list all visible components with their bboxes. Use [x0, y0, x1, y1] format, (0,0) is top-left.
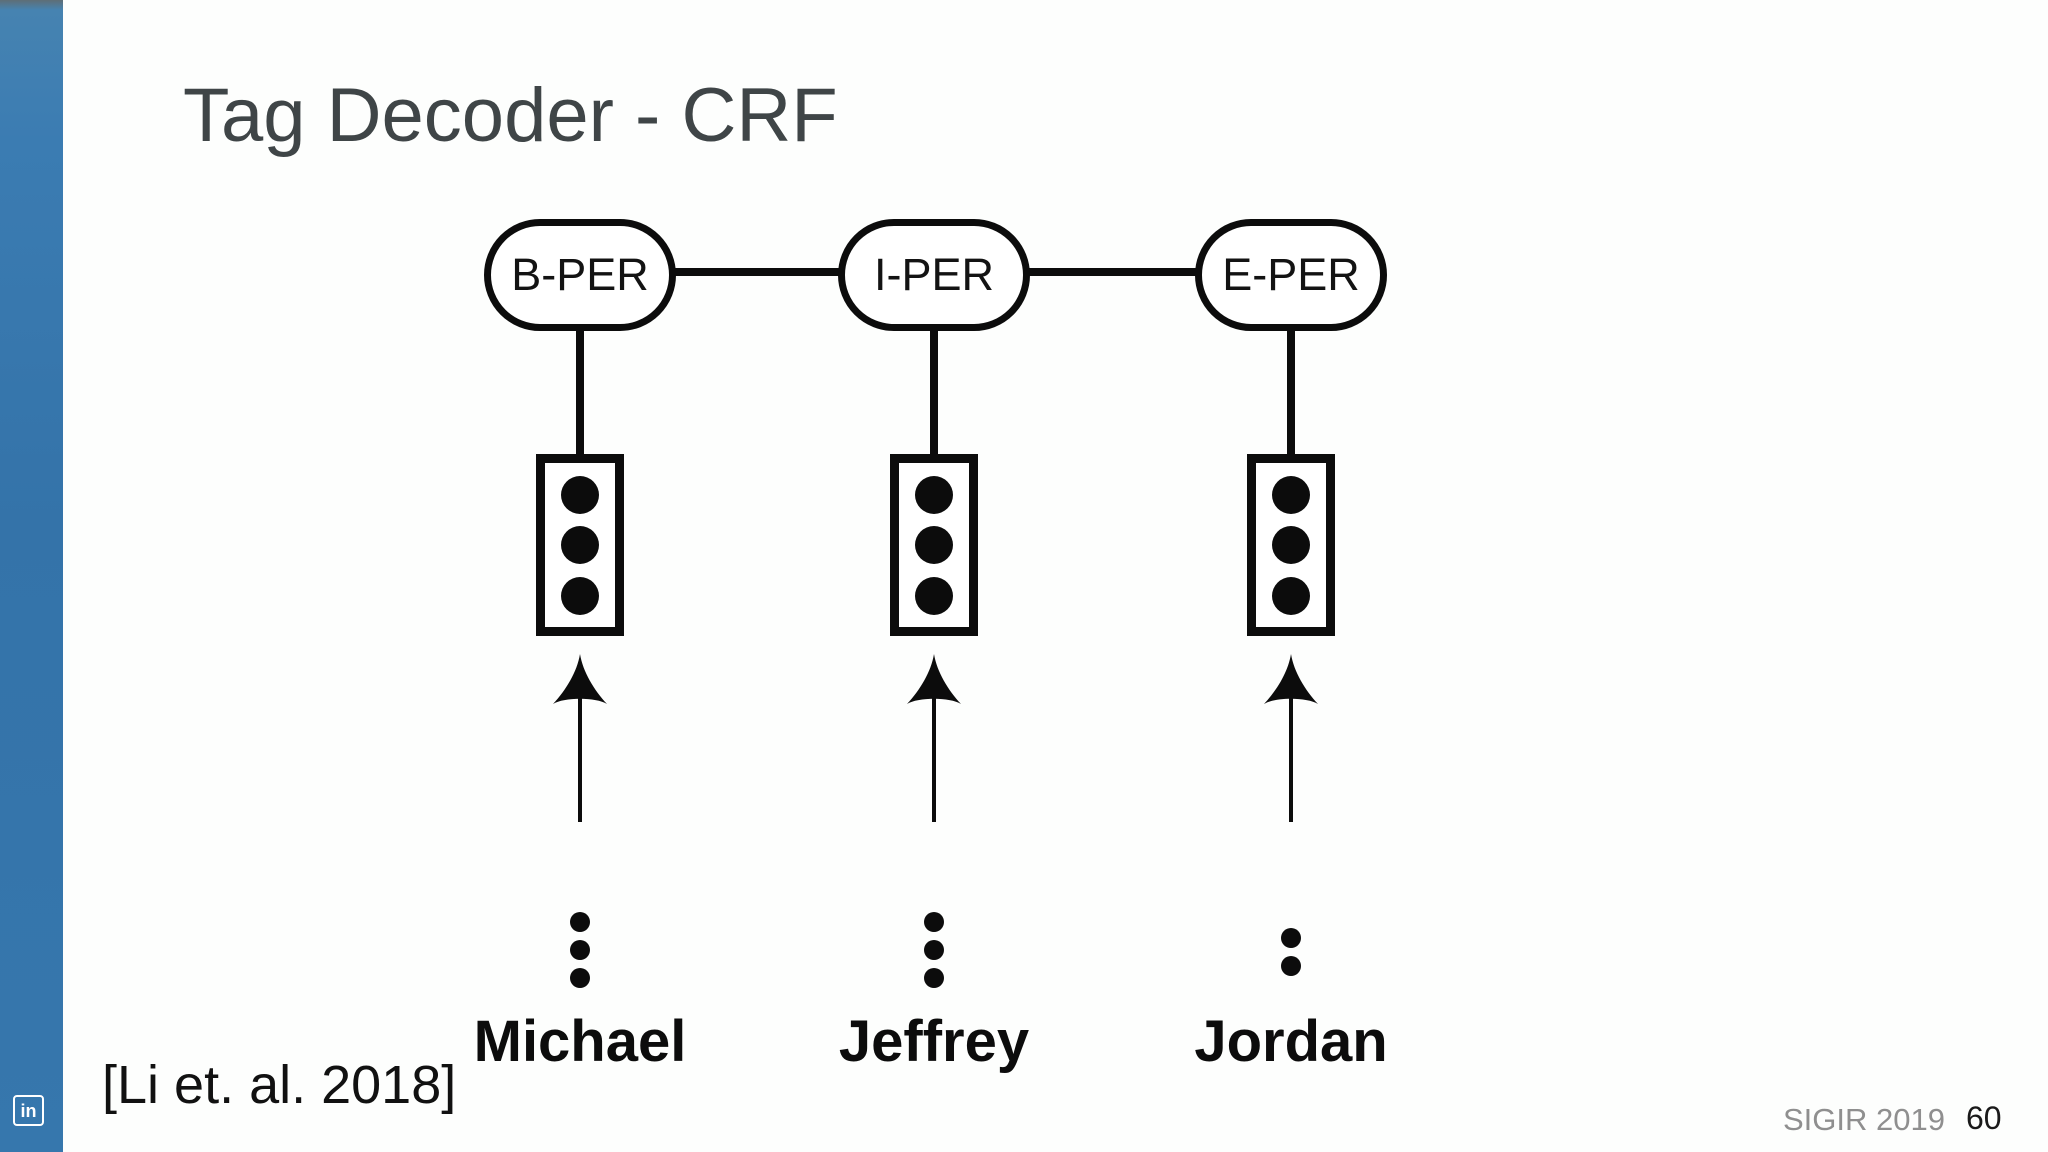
- tag-node-iper: I-PER: [838, 219, 1030, 331]
- dot: [570, 912, 590, 932]
- dot: [1281, 956, 1301, 976]
- footer-page-number: 60: [1966, 1100, 2002, 1136]
- dot: [915, 475, 953, 514]
- vertical-ellipsis: [1281, 928, 1301, 976]
- dot: [1281, 928, 1301, 948]
- edge-tag-to-vector: [576, 328, 584, 458]
- dot: [561, 576, 599, 615]
- vertical-ellipsis: [570, 912, 590, 988]
- linkedin-icon[interactable]: in: [13, 1095, 44, 1126]
- dot: [1272, 576, 1310, 615]
- sidebar-stripe: in: [0, 0, 63, 1152]
- dot: [1272, 526, 1310, 564]
- citation-text: [Li et. al. 2018]: [102, 1055, 457, 1115]
- dot: [924, 968, 944, 988]
- vertical-ellipsis: [924, 912, 944, 988]
- dot: [924, 940, 944, 960]
- footer-conference: SIGIR 2019: [1783, 1102, 1945, 1137]
- up-arrow-icon: [1264, 654, 1318, 822]
- dot: [915, 576, 953, 615]
- feature-vector-box: [1247, 454, 1335, 636]
- token-word: Jeffrey: [838, 1009, 1030, 1074]
- dot: [561, 526, 599, 564]
- edge-tag-to-vector: [1287, 328, 1295, 458]
- tag-node-eper: E-PER: [1195, 219, 1387, 331]
- token-word: Jordan: [1194, 1009, 1388, 1074]
- tag-node-bper: B-PER: [484, 219, 676, 331]
- token-word: Michael: [473, 1009, 687, 1074]
- edge-tag-to-vector: [930, 328, 938, 458]
- crf-edge-bper-iper: [580, 268, 934, 276]
- up-arrow-icon: [553, 654, 607, 822]
- page-title: Tag Decoder - CRF: [183, 73, 838, 158]
- dot: [570, 968, 590, 988]
- dot: [1272, 475, 1310, 514]
- up-arrow-icon: [907, 654, 961, 822]
- dot: [924, 912, 944, 932]
- dot: [915, 526, 953, 564]
- dot: [570, 940, 590, 960]
- crf-edge-iper-eper: [934, 268, 1291, 276]
- dot: [561, 475, 599, 514]
- feature-vector-box: [536, 454, 624, 636]
- feature-vector-box: [890, 454, 978, 636]
